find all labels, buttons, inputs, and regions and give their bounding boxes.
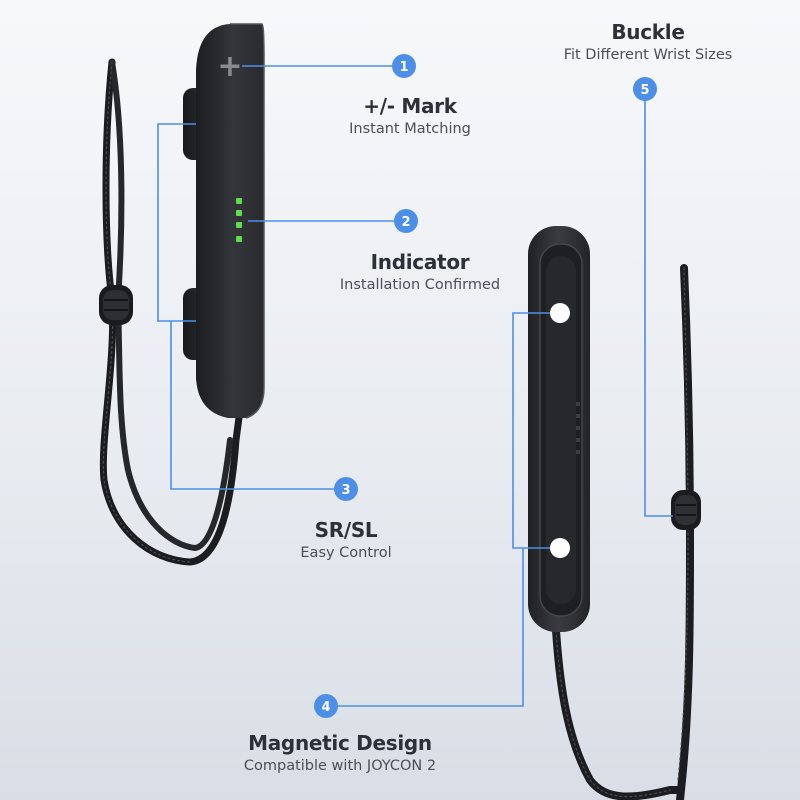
callout-lines [157, 65, 673, 707]
feature-magnetic-design: Magnetic Design Compatible with JOYCON 2 [220, 731, 460, 774]
right-buckle [671, 490, 701, 530]
badge-1: 1 [392, 54, 416, 78]
left-buckle [99, 285, 133, 325]
badge-4: 4 [314, 694, 338, 718]
badge-1-number: 1 [399, 60, 408, 75]
badge-5-number: 5 [640, 83, 649, 98]
badge-4-number: 4 [321, 700, 330, 715]
feature-3-subtitle: Easy Control [300, 545, 392, 561]
feature-2-title: Indicator [370, 250, 470, 274]
feature-3-title: SR/SL [314, 518, 378, 542]
feature-1-subtitle: Instant Matching [349, 121, 471, 137]
feature-4-title: Magnetic Design [248, 731, 432, 755]
feature-indicator: Indicator Installation Confirmed [320, 250, 520, 293]
left-device [183, 23, 265, 419]
right-strap [552, 264, 695, 800]
badge-5: 5 [633, 77, 657, 101]
feature-plus-minus-mark: +/- Mark Instant Matching [330, 94, 490, 137]
left-strap [99, 58, 244, 566]
badge-2: 2 [394, 209, 418, 233]
feature-4-subtitle: Compatible with JOYCON 2 [243, 758, 437, 774]
magnet-dot-bottom [550, 538, 570, 558]
badge-3-number: 3 [341, 483, 350, 498]
feature-1-title: +/- Mark [363, 94, 457, 118]
indicator-leds [236, 198, 242, 242]
feature-sr-sl: SR/SL Easy Control [276, 518, 416, 561]
magnet-dot-top [550, 303, 570, 323]
feature-5-title: Buckle [611, 20, 685, 44]
plus-mark-icon: + [217, 49, 242, 84]
feature-buckle: Buckle Fit Different Wrist Sizes [548, 20, 748, 63]
badge-2-number: 2 [401, 215, 410, 230]
feature-2-subtitle: Installation Confirmed [339, 277, 501, 293]
badge-3: 3 [334, 477, 358, 501]
right-device [528, 226, 590, 632]
feature-5-subtitle: Fit Different Wrist Sizes [563, 47, 733, 63]
